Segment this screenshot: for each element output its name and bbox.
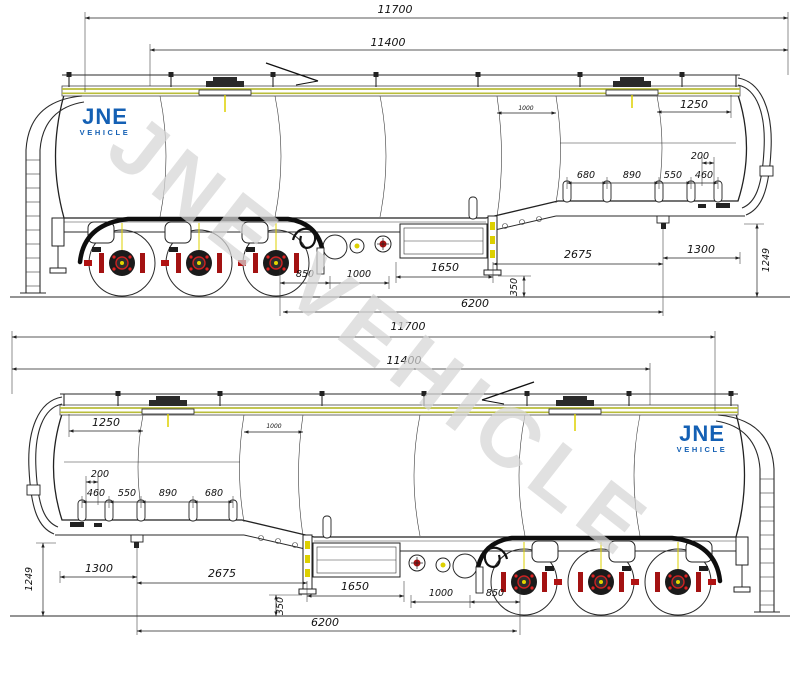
dim-overall-length: 11700 xyxy=(378,3,413,16)
dim-1000-axle: 1000 xyxy=(429,588,453,599)
dim-200: 200 xyxy=(691,151,709,162)
dim-350: 350 xyxy=(509,278,520,296)
dim-680: 680 xyxy=(205,488,223,499)
dim-1650: 1650 xyxy=(431,261,459,274)
dim-tank-length: 11400 xyxy=(387,354,422,367)
dim-460: 460 xyxy=(695,170,713,181)
dim-200: 200 xyxy=(91,469,109,480)
dim-6200: 6200 xyxy=(311,616,339,629)
brand-logo: JNE VEHICLE xyxy=(677,421,728,454)
dim-1000-baffle: 1000 xyxy=(266,423,281,430)
dim-1249: 1249 xyxy=(761,248,772,272)
dim-890: 890 xyxy=(159,488,177,499)
dim-680: 680 xyxy=(577,170,595,181)
logo-sub-text: VEHICLE xyxy=(677,445,728,454)
dim-890: 890 xyxy=(623,170,641,181)
dim-550: 550 xyxy=(118,488,136,499)
dim-overall-length: 11700 xyxy=(391,320,426,333)
dim-1300: 1300 xyxy=(687,243,715,256)
dim-1650: 1650 xyxy=(341,580,369,593)
side-view-top: 11700 11400 1250 1000 200 680 890 550 46… xyxy=(10,3,790,316)
dim-1000-baffle: 1000 xyxy=(518,105,533,112)
dim-6200: 6200 xyxy=(461,297,489,310)
dim-1250: 1250 xyxy=(680,98,708,111)
side-view-bottom: 11700 11400 1250 1000 200 680 890 550 46… xyxy=(10,320,790,635)
top-view-dimension-labels: 11700 11400 1250 1000 200 680 890 550 46… xyxy=(296,3,772,310)
dim-1249: 1249 xyxy=(24,567,35,591)
dim-1300: 1300 xyxy=(85,562,113,575)
bottom-view-dimension-labels: 11700 11400 1250 1000 200 680 890 550 46… xyxy=(24,320,504,629)
dim-460: 460 xyxy=(87,488,105,499)
logo-brand-text: JNE xyxy=(679,421,725,446)
dim-350: 350 xyxy=(275,597,286,615)
dim-2675: 2675 xyxy=(564,248,592,261)
dim-1250: 1250 xyxy=(92,416,120,429)
dim-1000-axle: 1000 xyxy=(347,269,371,280)
dim-850: 850 xyxy=(486,588,504,599)
dim-850: 850 xyxy=(296,269,314,280)
logo-sub-text: VEHICLE xyxy=(80,128,131,137)
logo-brand-text: JNE xyxy=(82,104,128,129)
brand-logo: JNE VEHICLE xyxy=(80,104,131,137)
dim-2675: 2675 xyxy=(208,567,236,580)
dim-tank-length: 11400 xyxy=(371,36,406,49)
dim-550: 550 xyxy=(664,170,682,181)
